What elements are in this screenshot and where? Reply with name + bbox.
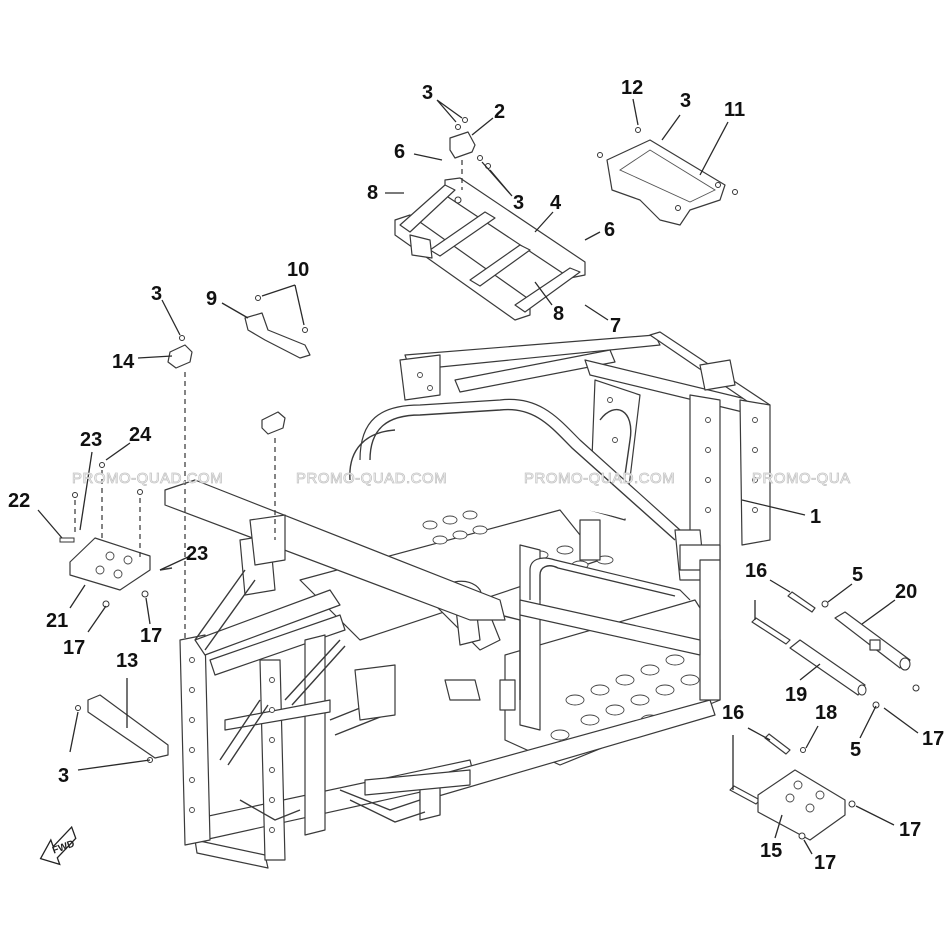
part-4-rack: [394, 177, 586, 321]
part-13-bar: [75, 694, 169, 763]
callout-17: 17: [899, 819, 921, 841]
fwd-label: FWD: [51, 839, 76, 857]
callout-6: 6: [394, 141, 405, 163]
watermarks: PROMO-QUAD.COM PROMO-QUAD.COM PROMO-QUAD…: [72, 470, 851, 488]
callout-19: 19: [785, 684, 807, 706]
callout-3: 3: [151, 283, 162, 305]
callout-8: 8: [553, 303, 564, 325]
part-20-shaft: [821, 600, 920, 692]
callout-13: 13: [116, 650, 138, 672]
callout-23: 23: [80, 429, 102, 451]
part-21-mount: [59, 462, 173, 608]
callout-2: 2: [494, 101, 505, 123]
callout-7: 7: [610, 315, 621, 337]
bracket-upper-block: [261, 411, 286, 540]
callout-6: 6: [604, 219, 615, 241]
watermark-4: PROMO-QUA: [752, 470, 851, 487]
callout-5: 5: [850, 739, 861, 761]
fwd-arrow-icon: FWD: [39, 825, 77, 866]
part-15-mount: [757, 747, 856, 841]
callout-5: 5: [852, 564, 863, 586]
callout-9: 9: [206, 288, 217, 310]
callout-15: 15: [760, 840, 782, 862]
callout-21: 21: [46, 610, 68, 632]
callout-3: 3: [58, 765, 69, 787]
part-11-plate: [597, 127, 738, 226]
callout-16: 16: [722, 702, 744, 724]
callout-18: 18: [815, 702, 837, 724]
callout-3: 3: [513, 192, 524, 214]
callout-8: 8: [367, 182, 378, 204]
leader-lines: [37, 98, 919, 855]
callout-17: 17: [63, 637, 85, 659]
callouts: 3 2 6 3 8 4 6 8 7 12 3 11 10 9 3 14 24 2…: [8, 77, 944, 874]
watermark-2: PROMO-QUAD.COM: [296, 470, 447, 487]
callout-17: 17: [140, 625, 162, 647]
callout-17: 17: [922, 728, 944, 750]
watermark-3: PROMO-QUAD.COM: [524, 470, 675, 487]
callout-10: 10: [287, 259, 309, 281]
part-19-shaft: [789, 639, 880, 709]
part-9-bracket: [244, 295, 311, 359]
callout-17: 17: [814, 852, 836, 874]
callout-3: 3: [680, 90, 691, 112]
callout-14: 14: [112, 351, 135, 373]
callout-16: 16: [745, 560, 767, 582]
callout-12: 12: [621, 77, 643, 99]
callout-23: 23: [186, 543, 208, 565]
callout-11: 11: [724, 99, 745, 121]
callout-22: 22: [8, 490, 30, 512]
callout-1: 1: [810, 506, 821, 528]
part-14-bracket: [167, 335, 193, 640]
watermark-1: PROMO-QUAD.COM: [72, 470, 223, 487]
callout-3: 3: [422, 82, 433, 104]
main-frame: [164, 331, 771, 869]
callout-20: 20: [895, 581, 917, 603]
callout-4: 4: [550, 192, 562, 214]
callout-24: 24: [129, 424, 152, 446]
